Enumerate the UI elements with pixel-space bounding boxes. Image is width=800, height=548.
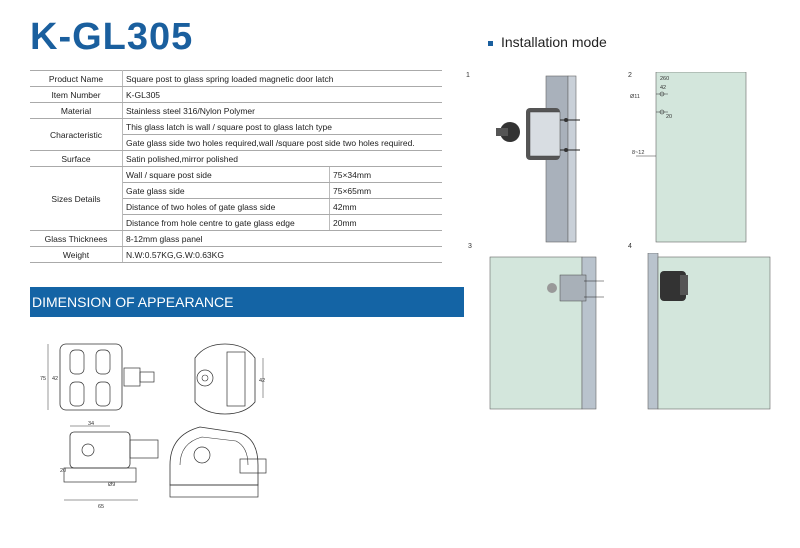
table-row: Surface Satin polished,mirror polished xyxy=(30,150,442,167)
table-row: Distance from hole centre to gate glass … xyxy=(30,214,442,231)
size-name: Distance of two holes of gate glass side xyxy=(122,198,330,215)
install-heading-text: Installation mode xyxy=(501,34,607,50)
size-value: 42mm xyxy=(329,198,442,215)
table-row: Gate glass side 75×65mm xyxy=(30,182,442,199)
dim-label: 42 xyxy=(660,85,666,91)
row-value: Square post to glass spring loaded magne… xyxy=(122,70,442,87)
table-row: Characteristic This glass latch is wall … xyxy=(30,118,442,151)
dim-label: 20 xyxy=(666,114,672,120)
size-value: 75×65mm xyxy=(329,182,442,199)
size-value: 20mm xyxy=(329,214,442,231)
figure-number: 2 xyxy=(628,72,632,79)
dim-label: 8~12 xyxy=(632,150,644,156)
row-label: Material xyxy=(30,102,123,119)
row-label: Sizes Details xyxy=(30,166,123,231)
product-title: K-GL305 xyxy=(30,16,194,58)
row-label: Item Number xyxy=(30,86,123,103)
row-label: Surface xyxy=(30,150,123,167)
install-figure-1 xyxy=(496,75,580,243)
dim-label: 260 xyxy=(660,76,669,82)
row-value: Stainless steel 316/Nylon Polymer xyxy=(122,102,442,119)
size-name: Distance from hole centre to gate glass … xyxy=(122,214,330,231)
dimension-drawing-bottom: 34 20 Ø9 65 xyxy=(60,421,159,510)
section-banner: DIMENSION OF APPEARANCE xyxy=(30,287,464,317)
spec-table: Product Name Square post to glass spring… xyxy=(30,70,442,263)
row-value: Satin polished,mirror polished xyxy=(122,150,442,167)
dim-label: 42 xyxy=(259,378,265,384)
row-label: Characteristic xyxy=(30,118,123,151)
figure-number: 3 xyxy=(468,243,472,250)
table-row: Gate glass side two holes required,wall … xyxy=(30,134,442,151)
install-figure-2: 260 42 Ø11 20 8~12 xyxy=(630,72,747,243)
dim-label: Ø11 xyxy=(630,94,640,100)
table-row: Sizes Details Wall / square post side 75… xyxy=(30,166,442,231)
table-row: Glass Thicknees 8-12mm glass panel xyxy=(30,230,442,247)
row-value: 8-12mm glass panel xyxy=(122,230,442,247)
table-row: Item Number K-GL305 xyxy=(30,86,442,103)
banner-text: DIMENSION OF APPEARANCE xyxy=(32,294,234,310)
table-row: Distance of two holes of gate glass side… xyxy=(30,198,442,215)
dim-label: Ø9 xyxy=(108,482,115,488)
bullet-icon xyxy=(488,40,493,46)
size-name: Gate glass side xyxy=(122,182,330,199)
figure-number: 1 xyxy=(466,72,470,79)
size-name: Wall / square post side xyxy=(122,166,330,183)
product-3d-sketch xyxy=(169,426,267,498)
dimension-drawing-side: 42 xyxy=(194,343,265,415)
row-value: This glass latch is wall / square post t… xyxy=(122,118,442,135)
dim-label: 34 xyxy=(88,421,94,427)
row-value: N.W:0.57KG,G.W:0.63KG xyxy=(122,246,442,263)
row-value: Gate glass side two holes required,wall … xyxy=(122,134,442,151)
figure-number: 4 xyxy=(628,243,632,250)
size-value: 75×34mm xyxy=(329,166,442,183)
dim-label: 20 xyxy=(60,468,66,474)
dimension-drawing-front: 75 42 xyxy=(40,343,155,411)
row-label: Glass Thicknees xyxy=(30,230,123,247)
dim-label: 75 xyxy=(40,376,46,382)
row-label: Weight xyxy=(30,246,123,263)
row-label: Product Name xyxy=(30,70,123,87)
dim-label: 42 xyxy=(52,376,58,382)
install-figure-3 xyxy=(489,256,604,410)
table-row: Weight N.W:0.57KG,G.W:0.63KG xyxy=(30,246,442,263)
table-row: Product Name Square post to glass spring… xyxy=(30,70,442,87)
dim-label: 65 xyxy=(98,504,104,510)
table-row: Material Stainless steel 316/Nylon Polym… xyxy=(30,102,442,119)
row-value: K-GL305 xyxy=(122,86,442,103)
install-figure-4 xyxy=(647,253,771,410)
install-heading: Installation mode xyxy=(488,34,607,50)
